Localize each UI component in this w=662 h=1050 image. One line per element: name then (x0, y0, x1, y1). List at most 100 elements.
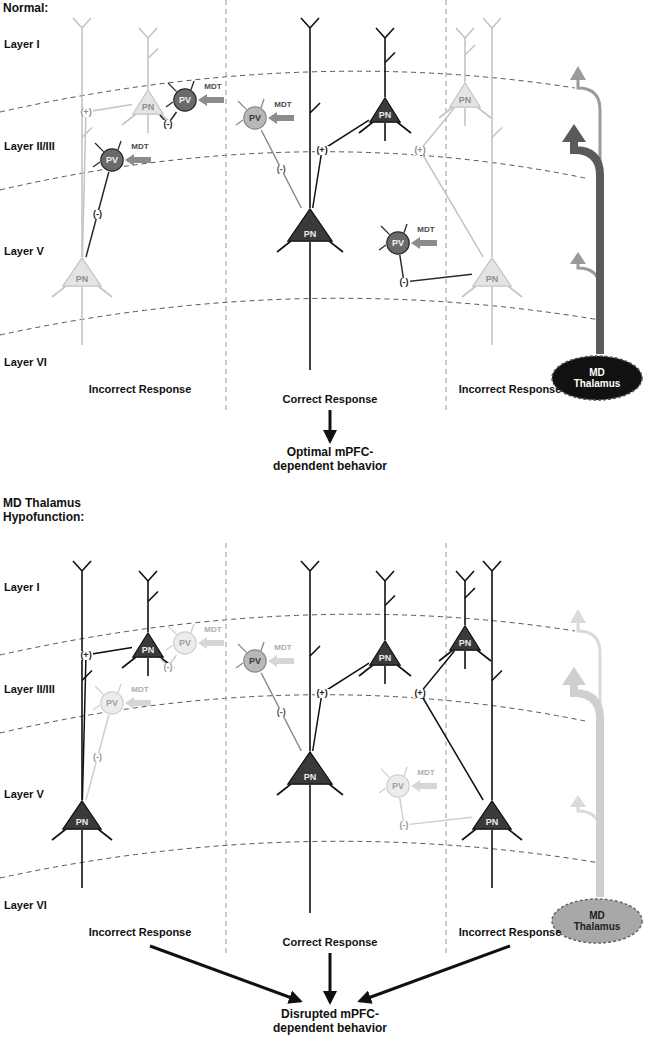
input-label: MDT (204, 83, 221, 91)
neuron-label: MD Thalamus (568, 367, 626, 389)
axon-connection (400, 255, 472, 282)
axon (147, 115, 149, 133)
neuron-label: PV (179, 96, 191, 105)
axon (309, 785, 311, 913)
mdt-input-arrow (198, 637, 224, 649)
input-label: MDT (274, 101, 291, 109)
synapse-sign: (+) (79, 651, 92, 660)
pv-interneuron: PV (243, 649, 267, 673)
mdt-input-arrow (125, 697, 151, 709)
axon-connection (400, 798, 472, 825)
axon (309, 242, 311, 370)
neuron-soma (244, 107, 266, 129)
layer-or-response-label: Layer I (4, 581, 39, 594)
layer-or-response-label: Incorrect Response (459, 926, 562, 939)
input-label: MDT (417, 769, 434, 777)
arrow-head (570, 252, 586, 264)
axon (384, 123, 386, 141)
layer-boundary (0, 71, 575, 112)
mdt-input-arrow (268, 655, 294, 667)
axon (491, 830, 493, 888)
dendrites (359, 571, 411, 684)
neuron-soma (288, 209, 332, 241)
axon (81, 830, 83, 888)
axon (81, 287, 83, 345)
layer-or-response-label: Incorrect Response (89, 383, 192, 396)
pv-interneuron: PV (386, 231, 410, 255)
layer-or-response-label: Layer II/III (4, 683, 55, 696)
input-label: MDT (274, 644, 291, 652)
neuron-soma (244, 650, 266, 672)
neuron-label: PV (106, 156, 118, 165)
column-divider (446, 0, 447, 410)
pyramidal-neuron: PN (132, 632, 164, 658)
pv-interneuron: PV (386, 774, 410, 798)
synapse-sign: (+) (315, 689, 328, 698)
column-divider (226, 0, 227, 410)
column-divider (446, 543, 447, 953)
neuron-soma (450, 83, 480, 107)
axon-connection (313, 120, 369, 208)
dendrites (439, 571, 491, 669)
dendrites (439, 28, 491, 126)
input-label: MDT (417, 226, 434, 234)
synapse-sign: (+) (413, 689, 426, 698)
pv-interneuron: PV (100, 691, 124, 715)
synapse-sign: (-) (163, 663, 174, 672)
dendrites (359, 28, 411, 141)
dendrites (52, 561, 112, 888)
neuron-soma (174, 89, 196, 111)
neuron-label: PN (486, 275, 499, 284)
neuron-label: PN (459, 639, 472, 648)
neuron-label: PN (76, 818, 89, 827)
column-divider (226, 543, 227, 953)
synapse-sign: (+) (79, 108, 92, 117)
neuron-soma (63, 258, 101, 286)
outcome-arrow (329, 953, 332, 1002)
dendrites (277, 561, 343, 913)
layer-boundary (0, 841, 600, 878)
neuron-soma (101, 149, 123, 171)
arrow-head (562, 667, 586, 685)
neuron-soma (370, 641, 400, 665)
cortex-layer-boundaries (0, 0, 600, 410)
md-thalamus-nucleus: MD Thalamus (551, 355, 643, 401)
neuron-label: PV (179, 639, 191, 648)
neuron-label: PN (304, 773, 317, 782)
neuron-soma (133, 633, 163, 657)
axon-connection (313, 663, 369, 751)
neuron-label: PV (392, 239, 404, 248)
projection-arrow (574, 142, 600, 354)
arrow-head (570, 66, 586, 80)
outcome-arrow (329, 410, 332, 441)
neuron-soma (387, 775, 409, 797)
neuron-label: PN (379, 654, 392, 663)
neuron-soma (473, 801, 511, 829)
neuron-soma (288, 752, 332, 784)
neuron-label: PN (379, 111, 392, 120)
axon-connection (82, 105, 132, 257)
axon-connection (86, 715, 109, 800)
neuron-soma (101, 692, 123, 714)
synapse-sign: (-) (276, 708, 287, 717)
pyramidal-neuron: PN (449, 625, 481, 651)
neuron-label: MD Thalamus (568, 910, 626, 932)
panel-title: MD Thalamus Hypofunction: (3, 497, 115, 525)
axon-connection (86, 172, 109, 257)
synapse-sign: (+) (315, 146, 328, 155)
pv-interneuron: PV (243, 106, 267, 130)
neuron-label: PN (76, 275, 89, 284)
mdt-input-arrow (411, 780, 437, 792)
pyramidal-neuron: PN (472, 800, 512, 830)
outcome-arrows (150, 410, 510, 1002)
neuron-label: PV (392, 782, 404, 791)
synapse-sign: (+) (413, 146, 426, 155)
pyramidal-neuron: PN (62, 800, 102, 830)
pyramidal-neuron: PN (132, 89, 164, 115)
synapse-sign: (-) (92, 753, 103, 762)
thalamic-projections (562, 66, 600, 354)
layer-or-response-label: Incorrect Response (459, 383, 562, 396)
nucleus-outline (552, 356, 642, 400)
